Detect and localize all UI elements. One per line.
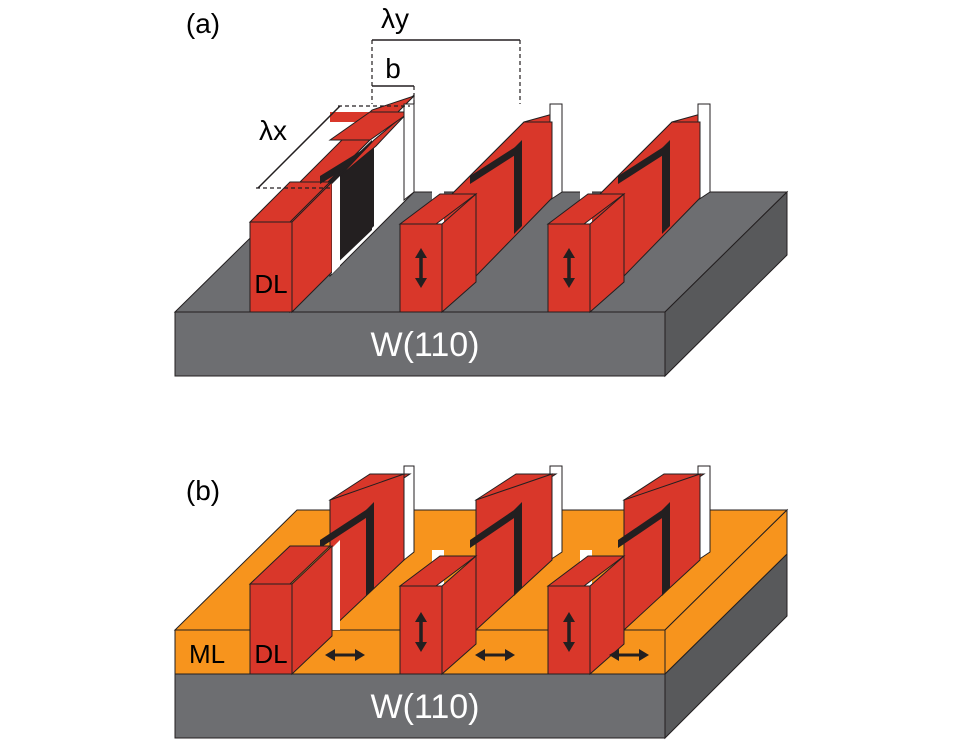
substrate-label-a: W(110)	[371, 326, 480, 364]
stripe-b-1: DL	[248, 465, 415, 676]
stripe-a-1: DL	[248, 93, 415, 314]
panel-tag-b: (b)	[186, 475, 220, 506]
dimension-annotations-a: λx λy b	[256, 3, 521, 189]
substrate-front-b	[174, 673, 666, 739]
horizontal-double-arrow-icon	[475, 649, 515, 661]
panel-a: W(110) DL	[173, 3, 789, 378]
stripe-front-dl-b	[249, 583, 293, 675]
substrate-label-b: W(110)	[371, 688, 480, 726]
vertical-double-arrow-icon	[415, 248, 427, 288]
horizontal-double-arrow-icon	[609, 649, 649, 661]
panel-b: W(110) ML DL	[173, 465, 789, 740]
vertical-double-arrow-icon	[415, 612, 427, 652]
vertical-double-arrow-icon	[563, 248, 575, 288]
substrate-front-a	[174, 311, 666, 377]
stripe-front-dl-a	[249, 221, 293, 313]
lambda-x-label: λx	[259, 115, 287, 146]
dl-label-a: DL	[254, 269, 287, 299]
stripe-b-2	[398, 465, 563, 676]
stripe-a-2	[398, 103, 563, 314]
ml-label: ML	[189, 639, 225, 669]
horizontal-double-arrow-icon	[325, 649, 365, 661]
stripe-b-3	[546, 465, 711, 676]
vertical-double-arrow-icon	[563, 612, 575, 652]
panel-tag-a: (a)	[186, 8, 220, 39]
lambda-y-label: λy	[381, 3, 409, 34]
stripe-a-3	[546, 103, 711, 314]
width-b-label: b	[385, 53, 401, 84]
dl-label-b: DL	[254, 639, 287, 669]
